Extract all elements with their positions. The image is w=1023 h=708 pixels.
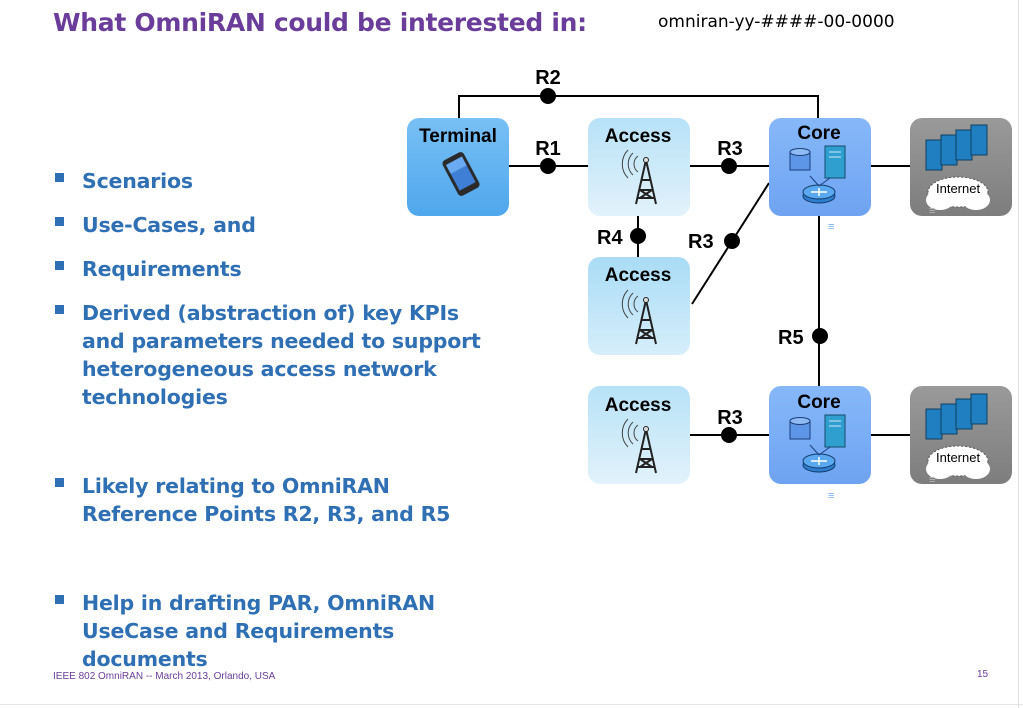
bullet-square-icon [55, 305, 64, 314]
bullet-text: Derived (abstraction of) key KPIs and pa… [82, 301, 481, 409]
bullet-text: Help in drafting PAR, OmniRAN UseCase an… [82, 591, 435, 671]
bullet-square-icon [55, 217, 64, 226]
right-divider [1018, 0, 1019, 708]
lines-icon: ≡ [828, 221, 834, 233]
router-icon [802, 453, 836, 473]
database-icon [789, 148, 811, 171]
bullet-square-icon [55, 595, 64, 604]
lines-icon: ≡ [929, 474, 935, 486]
core-label: Core [797, 392, 840, 413]
smartphone-icon [442, 152, 480, 196]
bullet-square-icon [55, 261, 64, 270]
bullet-text: Use-Cases, and [82, 213, 256, 237]
bullet-text: Scenarios [82, 169, 193, 193]
document-id: omniran-yy-####-00-0000 [658, 12, 895, 32]
bullet-item: Use-Cases, and [55, 211, 505, 239]
r5-dot [812, 328, 828, 344]
antenna-tower-icon [621, 418, 657, 474]
bullet-item: Requirements [55, 255, 505, 283]
access-label: Access [605, 395, 672, 416]
bullet-item: Derived (abstraction of) key KPIs and pa… [55, 299, 495, 411]
access-label: Access [605, 265, 672, 286]
server-icon [824, 414, 846, 448]
cloud-icon [926, 176, 990, 210]
terminal-node: Terminal [407, 118, 509, 216]
bullet-text: Likely relating to OmniRAN Reference Poi… [82, 474, 451, 526]
lines-icon: ≡ [929, 205, 935, 217]
bottom-divider [0, 704, 1023, 705]
core-node: Core ≡ [769, 386, 871, 502]
r4-label: R4 [597, 227, 623, 249]
page-number: 15 [977, 669, 989, 680]
database-icon [789, 417, 811, 440]
slide-title: What OmniRAN could be interested in: [53, 8, 587, 37]
access-label: Access [605, 126, 672, 147]
bullet-item: Scenarios [55, 167, 505, 195]
bullet-item: Likely relating to OmniRAN Reference Poi… [55, 472, 505, 528]
r4-dot [630, 228, 646, 244]
r3-label: R3 [717, 138, 743, 160]
server-icon [824, 145, 846, 179]
bullet-item: Help in drafting PAR, OmniRAN UseCase an… [55, 589, 435, 673]
r1-label: R1 [535, 138, 561, 160]
internet-label: Internet [936, 450, 980, 465]
antenna-tower-icon [621, 289, 657, 345]
access-node: Access [588, 386, 690, 484]
access-node: Access [588, 118, 690, 216]
core-node: Core ≡ [769, 118, 871, 233]
r5-label: R5 [778, 327, 804, 349]
r1-dot [540, 158, 556, 174]
terminal-label: Terminal [419, 126, 497, 147]
internet-node: Internet ≡ [910, 386, 1012, 486]
server-rack-icon [925, 393, 988, 440]
footer-text: IEEE 802 OmniRAN -- March 2013, Orlando,… [53, 671, 276, 682]
router-icon [802, 184, 836, 204]
r2-dot [540, 88, 556, 104]
bullet-square-icon [55, 478, 64, 487]
lines-icon: ≡ [828, 490, 834, 502]
bullet-square-icon [55, 173, 64, 182]
internet-node: Internet ≡ [910, 118, 1012, 217]
core-label: Core [797, 123, 840, 144]
access-node: Access [588, 257, 690, 355]
r3-dot [724, 233, 740, 249]
server-rack-icon [925, 124, 988, 171]
r3-dot [721, 427, 737, 443]
r3-label: R3 [688, 231, 714, 253]
cloud-icon [926, 445, 990, 479]
internet-label: Internet [936, 181, 980, 196]
reference-points [540, 88, 828, 443]
r3-dot [721, 158, 737, 174]
r2-label: R2 [535, 67, 561, 89]
antenna-tower-icon [621, 149, 657, 205]
r3-label: R3 [717, 407, 743, 429]
r2-link [458, 95, 819, 118]
bullet-text: Requirements [82, 257, 242, 281]
